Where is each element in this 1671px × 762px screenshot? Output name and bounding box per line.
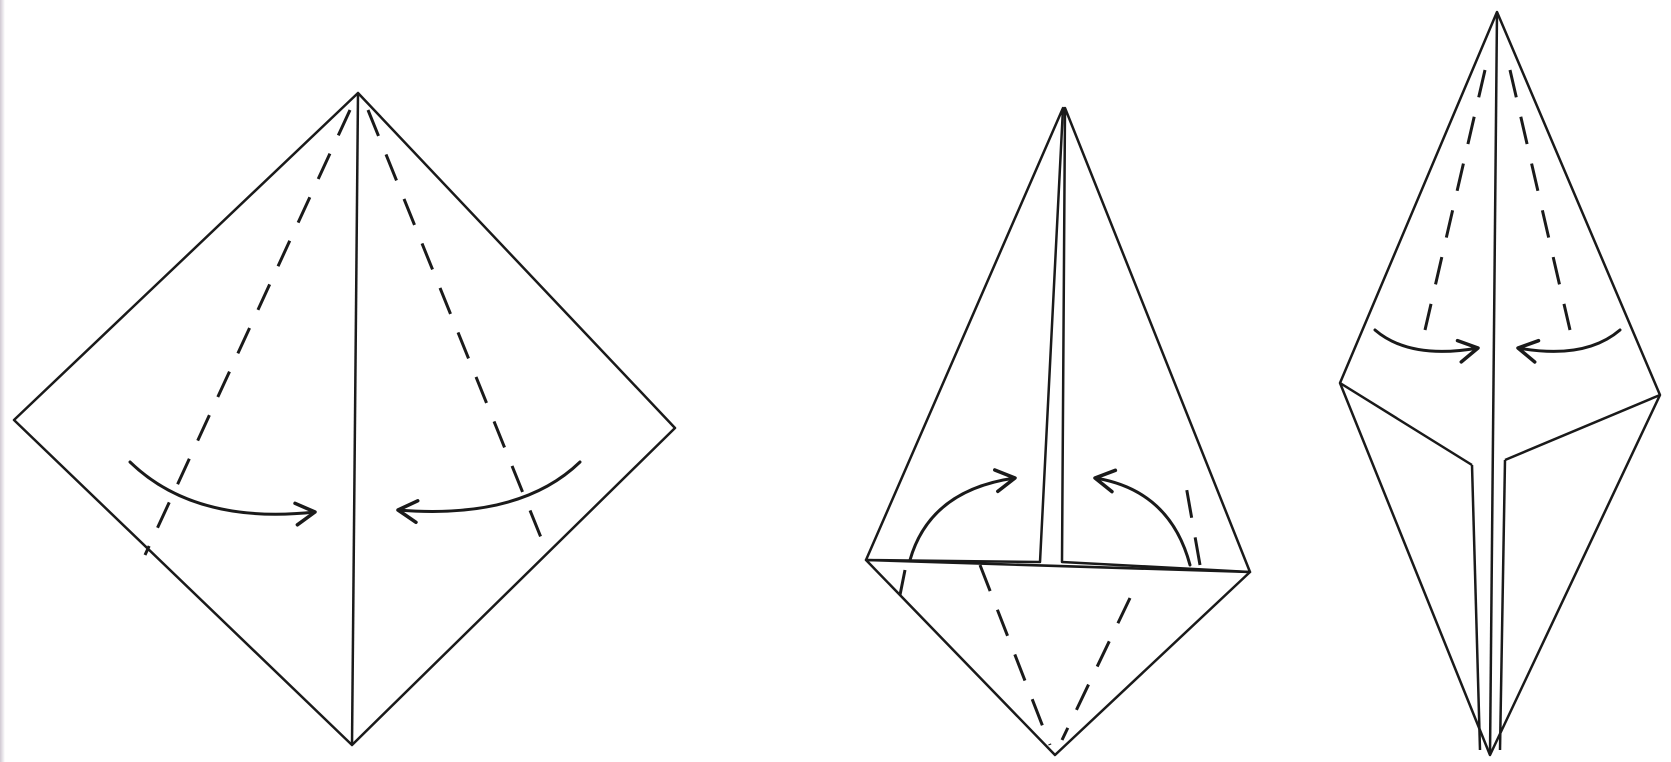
base-inner-right-line <box>1500 460 1505 750</box>
step-2-kite <box>866 108 1250 755</box>
right-fold-arrow-icon <box>398 462 580 511</box>
kite-left-short-dashed <box>900 570 905 595</box>
kite-right-lower-dashed-fold <box>1062 598 1130 740</box>
left-dashed-fold <box>145 110 350 555</box>
diamond-outline <box>14 93 675 745</box>
diamond-base-outline <box>1340 12 1660 755</box>
kite-right-fold-arrow-icon <box>1095 478 1190 565</box>
step-1-diamond <box>14 93 675 745</box>
kite-left-fold-arrow-icon <box>910 478 1015 560</box>
base-right-cross-line <box>1505 395 1660 460</box>
left-fold-arrow-icon <box>130 462 315 514</box>
base-right-dashed-fold <box>1510 70 1570 330</box>
center-crease <box>352 93 358 745</box>
base-inner-left-line <box>1472 465 1480 750</box>
base-center-line <box>1490 12 1497 755</box>
right-dashed-fold <box>368 110 542 540</box>
base-right-fold-arrow-icon <box>1518 330 1620 351</box>
step-3-diamond-base <box>1340 12 1660 755</box>
kite-lower-white <box>866 560 1250 755</box>
kite-left-lower-dashed-fold <box>980 565 1050 745</box>
right-green-flap <box>1062 108 1250 572</box>
base-left-cross-line <box>1340 383 1472 465</box>
base-left-fold-arrow-icon <box>1375 330 1478 351</box>
